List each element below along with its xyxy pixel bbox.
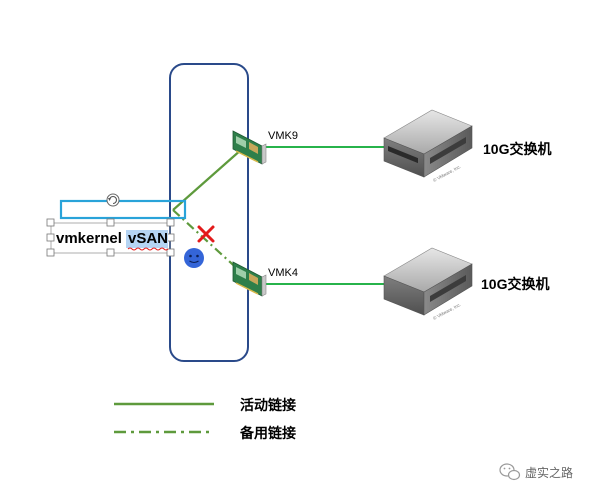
switch-top-label: 10G交换机 [483,141,552,157]
nic-card-bottom-icon [232,261,267,297]
smiley-face-icon [184,248,204,268]
label-selection-frame[interactable] [46,218,175,257]
rotate-handle-icon[interactable] [106,193,120,207]
standby-link-line [172,209,243,274]
vsan-text-highlight [126,230,168,248]
watermark-text: 虚实之路 [525,466,574,480]
switch-bottom-icon: © VMware, Inc. [383,247,473,321]
nic-card-top-icon [232,130,267,165]
legend-standby-label: 备用链接 [240,425,296,441]
failure-x-icon [197,225,215,243]
host-box [169,63,249,362]
spellcheck-squiggle [127,247,169,251]
vmkernel-port-box[interactable] [59,199,187,220]
active-link-line [172,148,243,211]
vmk4-label: VMK4 [268,267,298,279]
vsan-label[interactable]: vSAN [128,230,169,247]
switch-top-icon: © VMware, Inc. [383,109,473,183]
vmk9-label: VMK9 [268,130,298,142]
vmkernel-label[interactable]: vmkernel [56,230,122,247]
legend-active-label: 活动链接 [240,397,296,413]
switch-bottom-label: 10G交换机 [481,276,550,292]
wechat-icon [499,463,521,481]
